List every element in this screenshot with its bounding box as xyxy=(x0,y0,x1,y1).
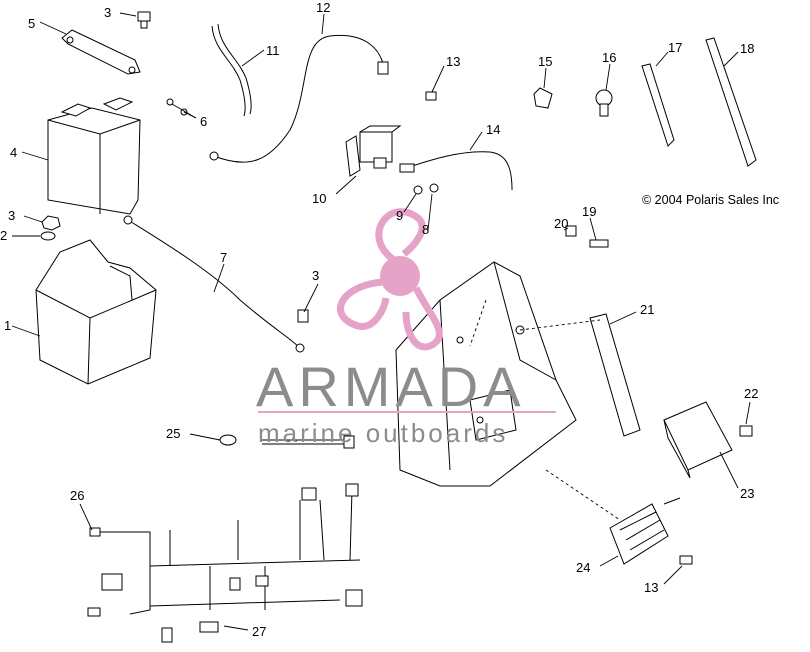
callout-4: 4 xyxy=(10,145,17,160)
long-cable xyxy=(209,34,389,163)
lock-washer xyxy=(413,185,423,195)
bolt-frame-right xyxy=(589,239,609,248)
nut-small xyxy=(429,183,439,193)
propeller-logo-icon xyxy=(337,208,443,351)
callout-10: 10 xyxy=(312,191,326,206)
callout-26: 26 xyxy=(70,488,84,503)
callout-16: 16 xyxy=(602,50,616,65)
callout-12: 12 xyxy=(316,0,330,15)
fuse-holder xyxy=(219,434,355,449)
strap-short xyxy=(641,63,675,147)
bolt-top xyxy=(137,11,151,29)
callout-3: 3 xyxy=(104,5,111,20)
callout-1: 1 xyxy=(4,318,11,333)
callout-13-lower: 13 xyxy=(644,580,658,595)
callout-18: 18 xyxy=(740,41,754,56)
callout-27: 27 xyxy=(252,624,266,639)
callout-9: 9 xyxy=(396,208,403,223)
battery-box xyxy=(35,239,157,385)
cdi-module xyxy=(663,401,733,479)
callout-25: 25 xyxy=(166,426,180,441)
callout-20: 20 xyxy=(554,216,568,231)
short-cable xyxy=(211,23,252,117)
wire-clip xyxy=(533,87,553,109)
callout-6: 6 xyxy=(200,114,207,129)
watermark-subtitle: marine outboards xyxy=(258,418,508,448)
callout-11: 11 xyxy=(266,43,280,58)
callout-23: 23 xyxy=(740,486,754,501)
callout-24: 24 xyxy=(576,560,590,575)
nut-frame xyxy=(565,225,577,237)
callout-3-frame: 3 xyxy=(312,268,319,283)
watermark-title: ARMADA xyxy=(256,355,526,418)
cable-relay xyxy=(399,151,513,191)
watermark: ARMADA marine outboards xyxy=(256,208,556,448)
bolt-regulator xyxy=(679,555,693,565)
callout-3-left: 3 xyxy=(8,208,15,223)
callout-8: 8 xyxy=(422,222,429,237)
callout-5: 5 xyxy=(28,16,35,31)
hold-down-bracket xyxy=(61,29,141,75)
callout-19: 19 xyxy=(582,204,596,219)
bolt-module xyxy=(739,425,753,437)
wiring-harness xyxy=(87,483,363,643)
voltage-regulator xyxy=(609,497,681,565)
callout-21: 21 xyxy=(640,302,654,317)
bolt-relay xyxy=(425,91,437,101)
washer xyxy=(40,231,56,241)
callouts: 1 2 3 4 5 6 7 8 9 10 11 12 13 14 15 16 1… xyxy=(0,0,758,639)
screws xyxy=(166,98,188,116)
strap-long xyxy=(705,37,757,167)
cable-clip xyxy=(595,89,613,117)
nut-left xyxy=(41,215,61,231)
frame-panel xyxy=(395,261,577,487)
solenoid-relay xyxy=(345,125,402,177)
ground-cable xyxy=(123,215,305,353)
mount-rail xyxy=(589,313,641,437)
callout-13: 13 xyxy=(446,54,460,69)
bolt-frame xyxy=(297,309,309,323)
callout-22: 22 xyxy=(744,386,758,401)
callout-15: 15 xyxy=(538,54,552,69)
copyright-notice: © 2004 Polaris Sales Inc xyxy=(642,193,779,207)
callout-2: 2 xyxy=(0,228,7,243)
leader-lines xyxy=(11,12,751,631)
callout-17: 17 xyxy=(668,40,682,55)
callout-7: 7 xyxy=(220,250,227,265)
battery xyxy=(47,97,141,215)
callout-14: 14 xyxy=(486,122,500,137)
